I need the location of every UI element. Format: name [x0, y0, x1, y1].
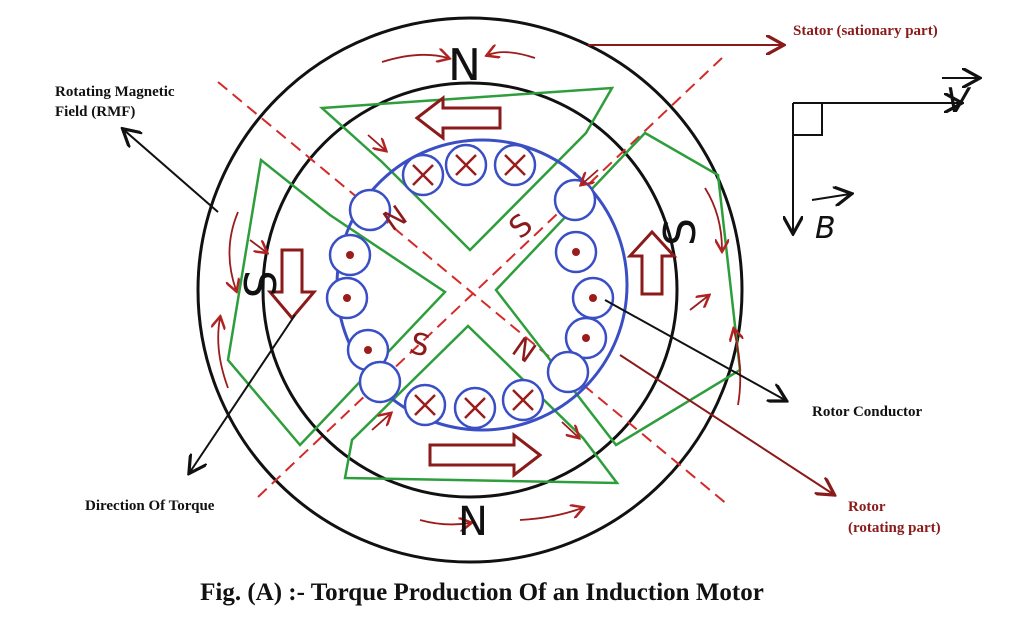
rotor-label-line2: (rotating part)	[848, 520, 941, 536]
rotor-pole-lower-right: N	[506, 331, 542, 370]
block-arrow-right-up	[626, 229, 678, 296]
conductor-leader	[604, 299, 785, 400]
block-arrow-top-left	[414, 94, 502, 142]
stator-label: Stator (sationary part)	[793, 23, 938, 39]
rmf-label-line1: Rotating Magnetic	[55, 84, 175, 100]
dashed-axis-b	[257, 57, 723, 498]
pole-left-s: S	[233, 270, 284, 298]
stator-inner-ring	[261, 81, 679, 499]
block-arrow-bottom-right	[428, 431, 543, 479]
pole-shoe-right	[494, 131, 742, 447]
rotor-conductor-label: Rotor Conductor	[812, 404, 922, 420]
b-label: B	[815, 211, 836, 246]
dot-mark	[589, 294, 597, 302]
torque-leader	[190, 314, 296, 472]
rotor-leader	[619, 354, 833, 494]
rmf-label-line2: Field (RMF)	[55, 104, 135, 120]
dot-mark	[346, 251, 354, 259]
dot-mark	[572, 248, 580, 256]
block-arrow-left-down	[266, 248, 318, 321]
stator-outer-ring	[196, 16, 744, 564]
cross-mark	[412, 164, 434, 186]
dot-mark	[582, 334, 590, 342]
rotor-label-line1: Rotor	[848, 499, 886, 515]
conductor-slot	[553, 178, 597, 222]
pole-right-s: S	[655, 218, 706, 246]
cross-mark	[455, 154, 477, 176]
cross-mark	[512, 389, 534, 411]
pole-shoe-top	[318, 86, 615, 252]
conductor-slot	[348, 188, 392, 232]
pole-bottom-n: N	[458, 499, 488, 545]
torque-block-arrows	[266, 94, 678, 479]
conductor-slot	[546, 350, 590, 394]
dot-mark	[343, 294, 351, 302]
figure-caption: Fig. (A) :- Torque Production Of an Indu…	[200, 579, 764, 606]
pole-top-n: N	[448, 40, 481, 91]
cross-mark	[504, 154, 526, 176]
rotor-conductors	[325, 143, 615, 430]
conductor-slot	[358, 360, 402, 404]
rotor-pole-lower-left: S	[406, 326, 433, 365]
direction-of-torque-label: Direction Of Torque	[85, 498, 215, 514]
v-label: V	[946, 81, 972, 121]
dot-mark	[364, 346, 372, 354]
rmf-field-arrows	[218, 52, 740, 524]
cross-mark	[414, 394, 436, 416]
cross-mark	[464, 397, 486, 419]
rmf-leader	[124, 130, 219, 213]
vb-axes	[793, 78, 978, 232]
